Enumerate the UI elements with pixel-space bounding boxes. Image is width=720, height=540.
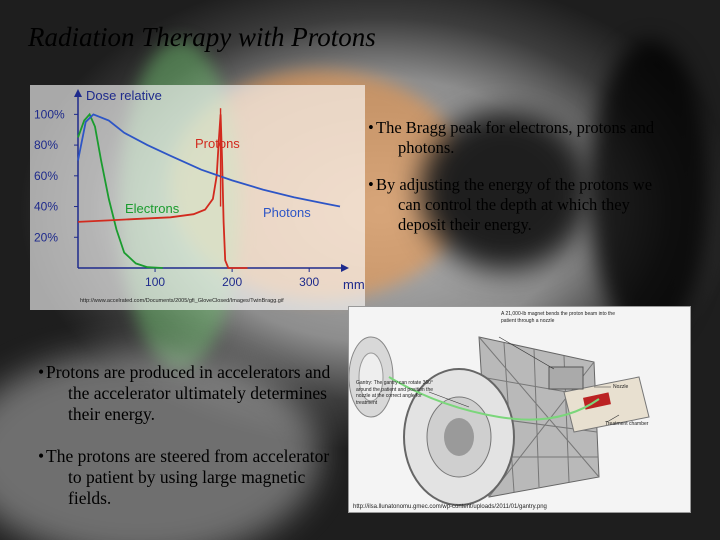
y-tick-label: 60% <box>34 169 58 183</box>
x-tick-label: 300 <box>299 275 319 289</box>
bullet-text: The protons are steered from accelerator… <box>46 446 330 508</box>
series-label-photons: Photons <box>263 205 311 220</box>
x-tick-label: 200 <box>222 275 242 289</box>
gantry-gantry-label: Gantry: The gantry can rotate 360° aroun… <box>356 380 434 406</box>
gantry-chamber-label: Treatment chamber <box>605 421 649 427</box>
gantry-nozzle-label: Nozzle <box>613 384 629 390</box>
gantry-magnet-label: A 21,000-lb magnet bends the proton beam… <box>501 311 615 324</box>
bullet-mark: • <box>368 175 374 194</box>
x-axis-title: mm <box>343 277 365 292</box>
series-line-photons <box>77 113 341 208</box>
bullet-mark: • <box>368 118 374 137</box>
y-axis-title: Dose relative <box>86 88 162 103</box>
gantry-source-url: http://ilsa.llunatonomu.gmec.com/wp-cont… <box>353 504 547 510</box>
x-axis-arrow <box>341 264 349 272</box>
bullets-top: •The Bragg peak for electrons, protons a… <box>368 118 668 252</box>
bullet-mark: • <box>38 362 45 382</box>
bullet-text: The Bragg peak for electrons, protons an… <box>376 118 655 157</box>
bullets-bottom: •Protons are produced in accelerators an… <box>38 362 338 530</box>
series-line-electrons <box>77 112 163 269</box>
x-tick-label: 100 <box>145 275 165 289</box>
bullet-item: •The Bragg peak for electrons, protons a… <box>368 118 668 158</box>
bullet-mark: • <box>38 446 45 466</box>
y-tick-label: 20% <box>34 230 58 244</box>
chart-source-url: http://www.accelrated.com/Documents/2005… <box>80 298 284 304</box>
bullet-text: By adjusting the energy of the protons w… <box>376 175 653 234</box>
gantry-illustration <box>349 336 650 506</box>
y-axis-arrow <box>74 89 82 97</box>
slide-title: Radiation Therapy with Protons <box>28 22 376 52</box>
y-tick-label: 80% <box>34 138 58 152</box>
bullet-item: •The protons are steered from accelerato… <box>38 446 338 509</box>
bullet-item: •By adjusting the energy of the protons … <box>368 175 668 235</box>
y-tick-label: 100% <box>34 107 65 121</box>
bragg-peak-chart: 20% 40% 60% 80% 100% 100 200 300 Dose relative mm… <box>34 88 365 292</box>
bullet-text: Protons are produced in accelerators and… <box>46 362 331 424</box>
y-tick-label: 40% <box>34 200 58 214</box>
series-label-electrons: Electrons <box>125 201 180 216</box>
bullet-item: •Protons are produced in accelerators an… <box>38 362 338 425</box>
series-label-protons: Protons <box>195 136 240 151</box>
proton-gantry-figure: A 21,000-lb magnet bends the proton beam… <box>348 306 691 513</box>
